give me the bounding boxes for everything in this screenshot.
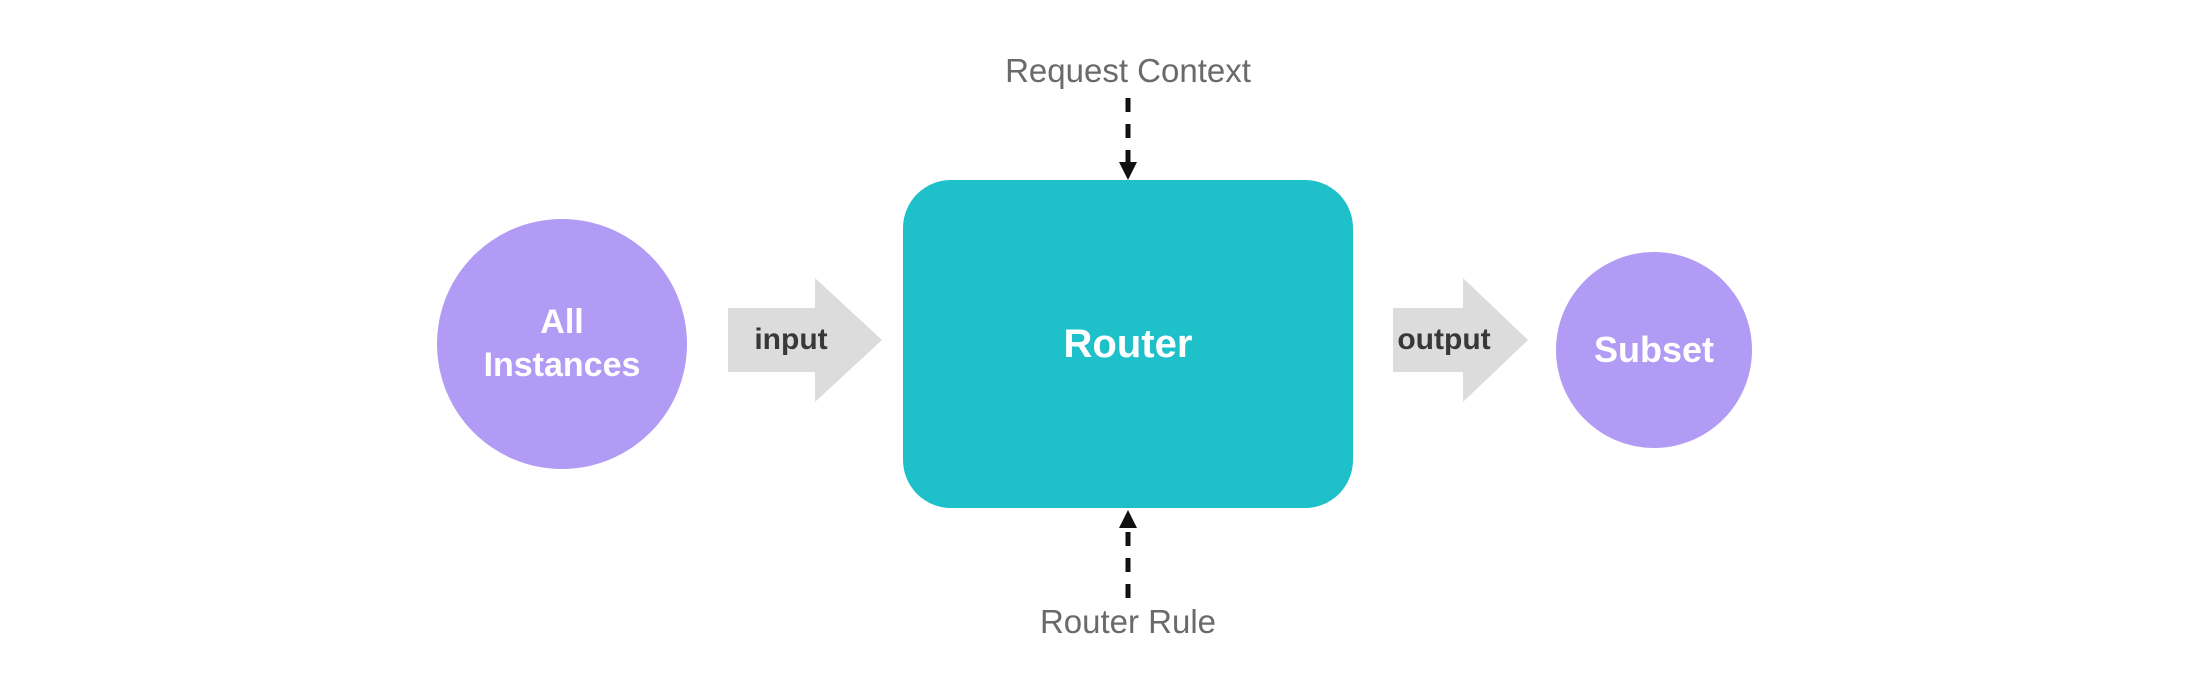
right-block-arrow-icon — [728, 278, 882, 402]
subset-label: Subset — [1593, 329, 1715, 370]
router-node: Router — [903, 180, 1353, 508]
all-instances-label: All Instances — [483, 303, 641, 384]
output-arrow: output — [1393, 278, 1528, 402]
output-arrow-label: output — [1397, 323, 1491, 356]
input-arrow-label: input — [754, 323, 828, 356]
router-label: Router — [1063, 321, 1193, 366]
request-context-dashed-arrow-down-icon — [1119, 98, 1137, 180]
input-arrow: input — [728, 278, 882, 402]
all-instances-node: All Instances — [437, 219, 687, 469]
subset-node: Subset — [1556, 252, 1752, 448]
request-context-label: Request Context — [1005, 52, 1251, 89]
right-block-arrow-icon — [1393, 278, 1528, 402]
router-rule-label: Router Rule — [1039, 603, 1217, 640]
router-rule-dashed-arrow-up-icon — [1119, 510, 1137, 598]
